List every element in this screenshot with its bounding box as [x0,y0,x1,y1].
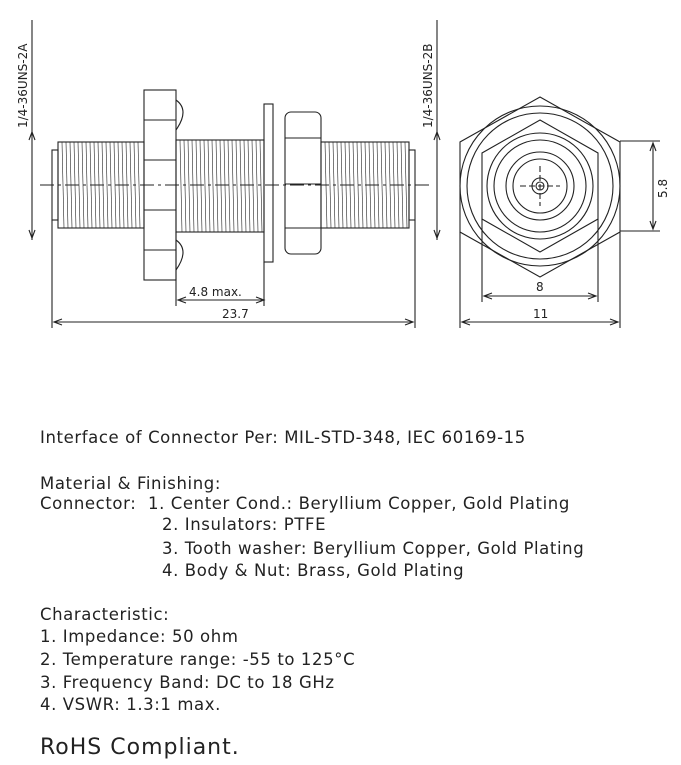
characteristic-item: 2. Temperature range: -55 to 125°C [40,650,356,669]
nut-hex-outline [481,119,599,253]
hex-inner-label: 8 [536,280,544,294]
connector-drawing: 1/4-36UNS-2A 1/4-36UNS-2B 4.8 max. 23.7 … [16,20,670,328]
characteristic-heading: Characteristic: [40,605,170,624]
material-item: 3. Tooth washer: Beryllium Copper, Gold … [162,539,585,558]
panel-thickness-label: 4.8 max. [189,285,242,299]
interface-spec: Interface of Connector Per: MIL-STD-348,… [40,428,526,447]
material-item: 1. Center Cond.: Beryllium Copper, Gold … [148,494,570,513]
characteristic-item: 3. Frequency Band: DC to 18 GHz [40,673,335,692]
material-item: 2. Insulators: PTFE [162,515,327,534]
rohs-statement: RoHS Compliant. [40,735,240,760]
overall-length-label: 23.7 [222,307,249,321]
right-thread-label: 1/4-36UNS-2B [421,44,435,129]
characteristic-item: 1. Impedance: 50 ohm [40,627,239,646]
left-thread-label: 1/4-36UNS-2A [16,43,30,128]
outer-circle [459,105,621,267]
material-heading: Material & Finishing: [40,474,222,493]
connector-label: Connector: [40,494,137,513]
characteristic-item: 4. VSWR: 1.3:1 max. [40,695,221,714]
hex-outer-label: 11 [533,307,548,321]
height-label: 5.8 [656,179,670,198]
tooth-washer [263,103,274,263]
hex-outline [459,96,621,278]
middle-thread-hatching [179,139,263,233]
nut [284,111,322,255]
material-item: 4. Body & Nut: Brass, Gold Plating [162,561,465,580]
